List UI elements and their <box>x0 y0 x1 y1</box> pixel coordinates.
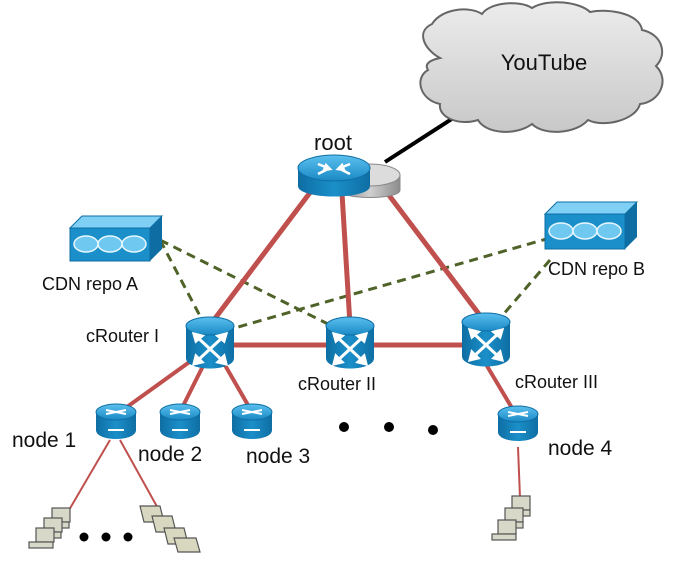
cloud-icon <box>419 1 664 133</box>
link-crouter-3-node-4 <box>485 364 517 415</box>
more-crouters-ellipsis <box>339 422 438 435</box>
router-icon <box>507 411 529 433</box>
link-node-1-hosts-right <box>119 439 161 513</box>
node-2: node 2 <box>138 403 202 466</box>
node-2-label: node 2 <box>138 443 202 466</box>
router-icon <box>169 409 191 431</box>
workstation-icon <box>491 495 531 541</box>
node-4: node 4 <box>497 405 613 460</box>
root-router: root <box>297 130 401 198</box>
router-icon <box>241 409 263 431</box>
crouter-3: cRouter III <box>461 312 598 392</box>
cdn-repo-b-label: CDN repo B <box>548 259 645 279</box>
node-3-label: node 3 <box>246 445 310 468</box>
youtube-label: YouTube <box>501 50 587 75</box>
crouter-3-label: cRouter III <box>515 372 598 392</box>
crouter-1-label: cRouter I <box>86 326 159 346</box>
link-root-crouter-2 <box>339 190 353 328</box>
link-node-4-hosts <box>517 446 521 499</box>
hosts-right <box>491 495 531 541</box>
node-3: node 3 <box>231 403 310 468</box>
router-icon <box>105 409 127 431</box>
switch-router-icon <box>331 331 369 367</box>
hosts-middle <box>139 505 201 553</box>
node-4-label: node 4 <box>548 437 613 460</box>
storage-array-icon <box>73 235 147 253</box>
root-label: root <box>314 130 352 155</box>
workstation-icon <box>28 507 71 549</box>
cdn-repo-a-label: CDN repo A <box>42 274 138 294</box>
more-hosts-ellipsis <box>79 532 133 542</box>
node-1-label: node 1 <box>12 429 76 452</box>
cdn-repo-a: CDN repo A <box>42 215 164 294</box>
core-links <box>207 187 488 348</box>
switch-router-icon <box>467 327 505 363</box>
workstation-icon <box>139 505 201 553</box>
crouter-1: cRouter I <box>86 316 235 369</box>
link-cdn-a-crouter-2 <box>159 238 351 337</box>
node-1: node 1 <box>12 403 137 452</box>
crouter-2-label: cRouter II <box>298 374 376 394</box>
router-icon <box>297 154 371 182</box>
link-crouter-1-node-1 <box>118 356 197 414</box>
link-root-crouter-1 <box>207 187 315 328</box>
youtube-cloud: YouTube <box>419 1 664 133</box>
switch-router-icon <box>191 331 229 367</box>
link-root-crouter-3 <box>382 187 488 325</box>
cdn-repo-b: CDN repo B <box>543 201 645 279</box>
hosts-left <box>28 507 71 549</box>
storage-array-icon <box>548 222 622 240</box>
link-crouter-1-node-3 <box>220 358 254 414</box>
crouter-2: cRouter II <box>298 316 376 394</box>
link-cdn-a-crouter-1 <box>158 239 212 336</box>
